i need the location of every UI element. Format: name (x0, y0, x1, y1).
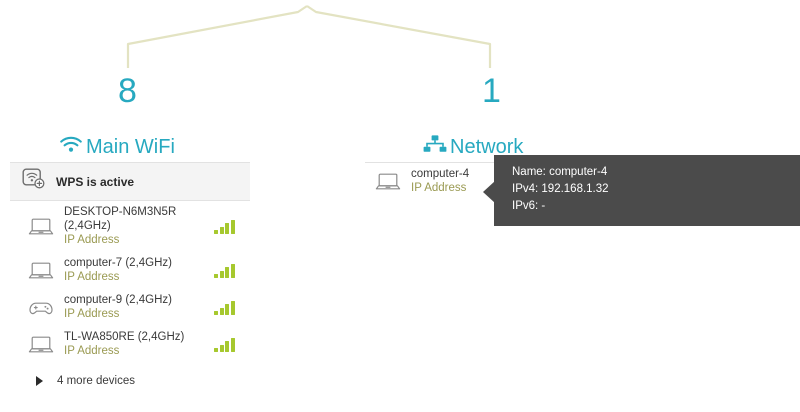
card-divider (365, 162, 615, 163)
card-divider (10, 162, 250, 163)
table-row[interactable]: TL-WA850RE (2,4GHz) IP Address (10, 326, 250, 363)
device-info: computer-9 (2,4GHz) IP Address (64, 293, 214, 322)
tooltip-name-line: Name: computer-4 (512, 166, 608, 178)
signal-strength-indicator (214, 219, 240, 234)
wifi-icon (58, 134, 84, 159)
wps-status-row[interactable]: WPS is active (10, 163, 250, 201)
laptop-icon (26, 335, 56, 355)
table-row[interactable]: computer-4 IP Address (365, 163, 615, 200)
device-details-tooltip: Name: computer-4 IPv4: 192.168.1.32 IPv6… (483, 155, 800, 226)
table-row[interactable]: computer-7 (2,4GHz) IP Address (10, 252, 250, 289)
device-info: TL-WA850RE (2,4GHz) IP Address (64, 330, 214, 359)
laptop-icon (373, 172, 403, 192)
device-ip-address-link[interactable]: IP Address (411, 182, 467, 194)
laptop-icon (26, 217, 56, 237)
device-name: computer-9 (2,4GHz) (64, 294, 173, 306)
table-row[interactable]: DESKTOP-N6M3N5R (2,4GHz) IP Address (10, 201, 250, 252)
device-ip-address-link[interactable]: IP Address (64, 308, 120, 320)
laptop-icon (26, 261, 56, 281)
network-branch-label: Network (450, 135, 524, 158)
device-ip-address-link[interactable]: IP Address (64, 234, 120, 246)
triangle-right-icon (36, 376, 43, 386)
network-device-card: computer-4 IP Address (365, 162, 615, 200)
wps-status-label: WPS is active (56, 174, 135, 189)
tooltip-ipv6-line: IPv6: - (512, 200, 546, 212)
signal-strength-indicator (214, 337, 240, 352)
wps-icon (22, 168, 46, 195)
network-sitemap-icon (422, 134, 448, 159)
main-wifi-branch-label: Main WiFi (86, 135, 175, 158)
topology-connector-lines (126, 5, 492, 68)
more-devices-expander[interactable]: 4 more devices (10, 367, 250, 395)
tooltip-ipv4-line: IPv4: 192.168.1.32 (512, 183, 609, 195)
table-row[interactable]: computer-9 (2,4GHz) IP Address (10, 289, 250, 326)
main-wifi-device-count: 8 (118, 72, 137, 110)
signal-strength-indicator (214, 263, 240, 278)
device-info: computer-7 (2,4GHz) IP Address (64, 256, 214, 285)
device-name: DESKTOP-N6M3N5R (2,4GHz) (64, 206, 177, 232)
device-info: DESKTOP-N6M3N5R (2,4GHz) IP Address (64, 205, 214, 248)
network-device-count: 1 (482, 72, 501, 110)
signal-strength-indicator (214, 300, 240, 315)
more-devices-label: 4 more devices (57, 375, 135, 387)
device-name: computer-4 (411, 168, 470, 180)
main-wifi-device-card: WPS is active DESKTOP-N6M3N5R (2,4GHz) I… (10, 162, 250, 395)
device-name: computer-7 (2,4GHz) (64, 257, 173, 269)
network-branch-title[interactable]: Network (422, 134, 523, 159)
tooltip-arrow-icon (483, 181, 495, 203)
device-ip-address-link[interactable]: IP Address (64, 345, 120, 357)
device-ip-address-link[interactable]: IP Address (64, 271, 120, 283)
main-wifi-branch-title[interactable]: Main WiFi (58, 134, 175, 159)
device-name: TL-WA850RE (2,4GHz) (64, 331, 185, 343)
gamepad-icon (26, 298, 56, 318)
device-info: computer-4 IP Address (411, 167, 615, 196)
